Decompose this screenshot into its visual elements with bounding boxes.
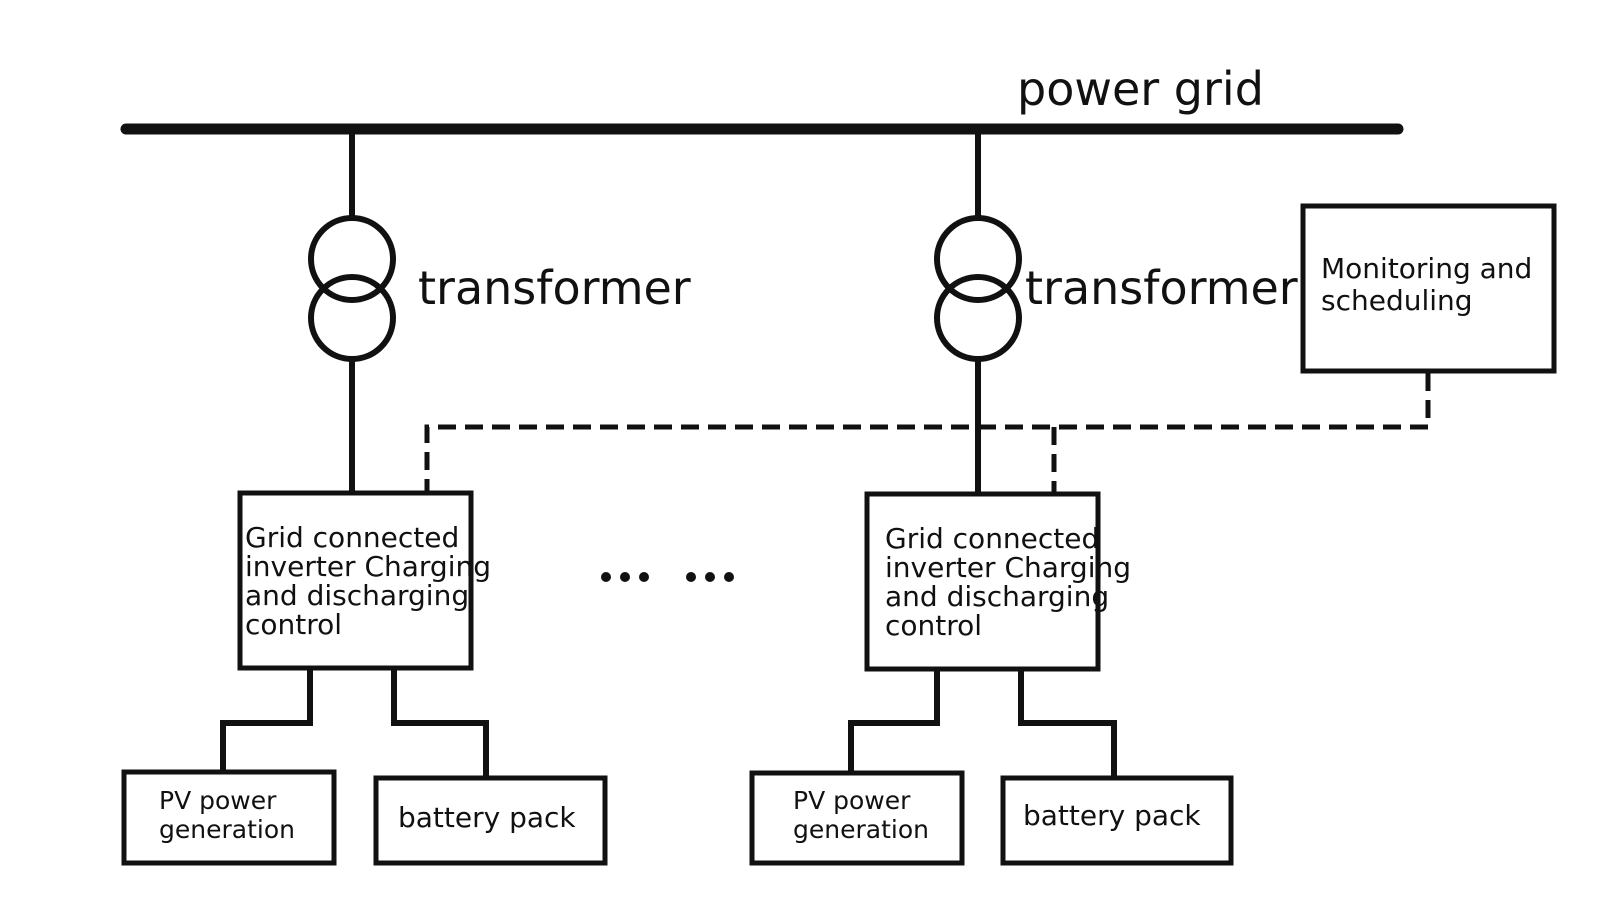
left-inverter-to-battery-line	[391, 668, 489, 778]
right-transformer-label: transformer	[1025, 261, 1298, 315]
ellipsis-dot	[620, 572, 630, 582]
right-inverter-box: Grid connected inverter Charging and dis…	[864, 491, 1140, 672]
left-transformer-symbol	[308, 215, 396, 362]
right-battery-frame	[1000, 775, 1234, 866]
svg-text:Grid connected inverter: Grid connected inverter Charging and dis…	[885, 522, 1140, 642]
right-inverter-line1: Grid connected	[885, 522, 1099, 555]
right-inverter-line2: inverter Charging	[885, 551, 1131, 584]
right-inverter-line4: control	[885, 609, 982, 642]
svg-text:Grid connected inverter: Grid connected inverter Charging and dis…	[245, 521, 500, 641]
ellipsis-dot	[724, 572, 734, 582]
left-pv-line1: PV power	[159, 786, 277, 815]
right-transformer-lower-coil	[934, 274, 1022, 362]
right-transformer-upper-coil	[934, 215, 1022, 303]
right-inverter-to-battery-line	[1018, 669, 1117, 778]
svg-text:PV power generation: PV power generation	[793, 786, 929, 844]
left-battery-label: battery pack	[398, 801, 576, 834]
svg-text:Monitoring and schedulin: Monitoring and scheduling	[1321, 252, 1541, 317]
right-battery-box: battery pack	[1000, 775, 1234, 866]
left-transformer-lower-coil	[308, 274, 396, 362]
monitoring-line1: Monitoring and	[1321, 252, 1532, 285]
left-inverter-frame	[237, 490, 474, 671]
right-inverter-frame	[864, 491, 1101, 672]
right-transformer-symbol	[934, 215, 1022, 362]
right-battery-label: battery pack	[1023, 799, 1201, 832]
right-pv-frame	[749, 770, 965, 866]
left-inverter-box: Grid connected inverter Charging and dis…	[237, 490, 500, 671]
left-inverter-line3: and discharging	[245, 579, 469, 612]
communication-bus-dashed	[424, 373, 1431, 492]
left-inverter-line4: control	[245, 608, 342, 641]
left-inverter-line1: Grid connected	[245, 521, 459, 554]
power-grid-label: power grid	[1017, 62, 1264, 116]
monitoring-line2: scheduling	[1321, 284, 1473, 317]
ellipsis-dots	[601, 572, 734, 582]
right-pv-line1: PV power	[793, 786, 911, 815]
ellipsis-dot	[601, 572, 611, 582]
left-transformer-upper-coil	[308, 215, 396, 303]
left-inverter-line2: inverter Charging	[245, 550, 491, 583]
ellipsis-dot	[705, 572, 715, 582]
left-inverter-to-pv-line	[220, 668, 313, 772]
left-battery-frame	[373, 775, 608, 866]
left-pv-box: PV power generation	[121, 769, 337, 866]
left-pv-line2: generation	[159, 815, 295, 844]
right-inverter-to-pv-line	[848, 669, 940, 773]
ellipsis-dot	[639, 572, 649, 582]
ellipsis-dot	[686, 572, 696, 582]
monitoring-box: Monitoring and scheduling	[1300, 203, 1557, 374]
left-battery-box: battery pack	[373, 775, 608, 866]
right-inverter-line3: and discharging	[885, 580, 1109, 613]
right-pv-box: PV power generation	[749, 770, 965, 866]
svg-text:PV power generation: PV power generation	[159, 786, 295, 844]
left-pv-frame	[121, 769, 337, 866]
left-transformer-label: transformer	[418, 261, 691, 315]
right-pv-line2: generation	[793, 815, 929, 844]
monitoring-frame	[1300, 203, 1557, 374]
